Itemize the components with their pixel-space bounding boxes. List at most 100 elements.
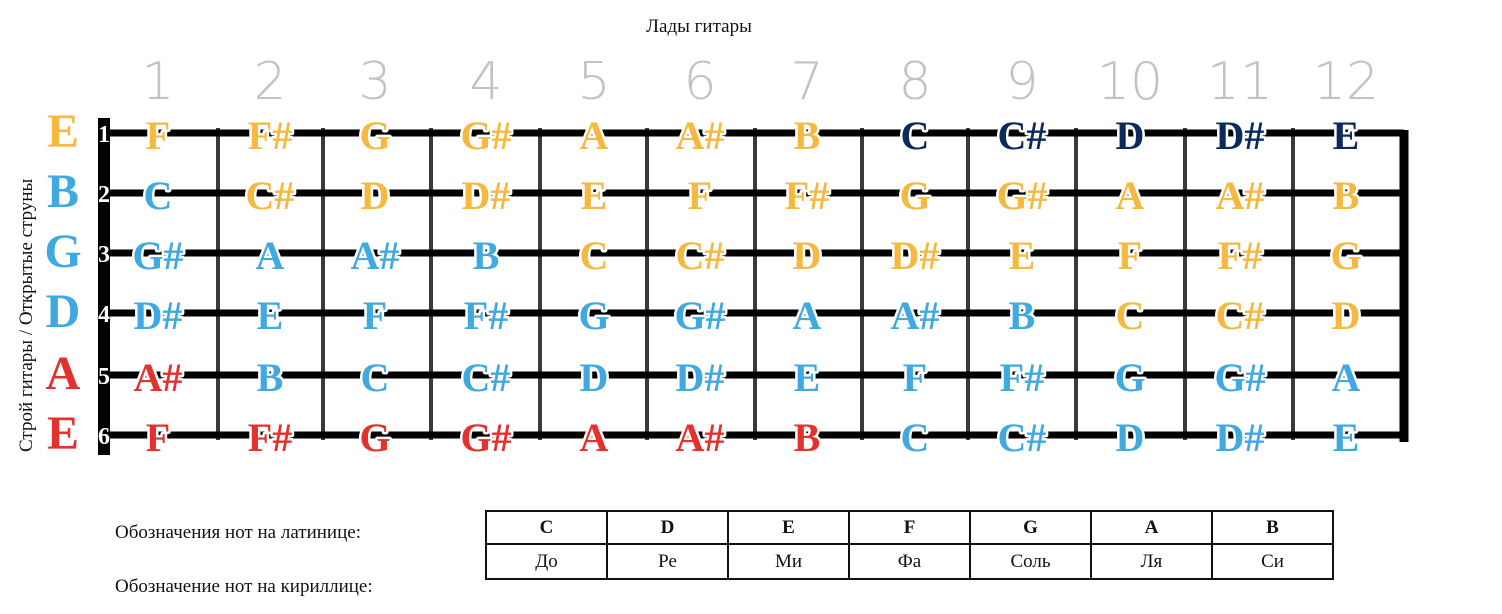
fret-note: C# [998,113,1047,158]
latin-note-cell: E [727,510,850,545]
fret-number: 10 [1097,52,1163,112]
fret-number: 5 [577,52,610,112]
note-names-table: C D E F G A B До Ре Ми Фа Соль Ля Си [485,510,1334,580]
fret-note: F [146,415,170,460]
fret-number: 9 [1005,52,1038,112]
fret-note: E [1009,233,1036,278]
cyrillic-note-cell: Си [1211,543,1334,580]
string-number: 6 [98,424,110,450]
fret-note: A# [134,355,183,400]
fret-note: D [793,233,822,278]
fret-lines [216,128,1295,440]
fret-note: A# [676,113,725,158]
fret-note: B [473,233,500,278]
fret-note: F [688,173,712,218]
note-grid: F F# G G# A A# B C C# D D# E C C# D D# E F F# G G# A A# B G# A A# B… [130,111,1364,463]
fret-note: A [1332,355,1361,400]
open-string-note: B [47,165,79,218]
fret-note: F# [464,293,508,338]
string-lines [104,129,1404,439]
string-number: 2 [98,182,110,208]
fret-note: F# [248,415,292,460]
fret-note: A [256,233,285,278]
string-number: 5 [98,364,110,390]
fret-note: B [1009,293,1036,338]
fret-note: G [359,113,390,158]
fret-note: E [1333,415,1360,460]
string-number: 4 [98,302,110,328]
fret-note: E [257,293,284,338]
cyrillic-note-cell: Фа [848,543,971,580]
latin-note-cell: G [969,510,1092,545]
fret-note: F# [1218,233,1262,278]
fret-note: F# [248,113,292,158]
fret-note: B [257,355,284,400]
latin-note-cell: D [606,510,729,545]
latin-note-cell: C [485,510,608,545]
cyrillic-note-cell: Ля [1090,543,1213,580]
fret-note: A# [1216,173,1265,218]
fret-note: E [794,355,821,400]
fret-number: 4 [469,52,502,112]
fret-note: A [793,293,822,338]
fret-note: G# [460,113,511,158]
fret-note: G# [674,293,725,338]
fret-note: G [1330,233,1361,278]
cyrillic-note-cell: Ми [727,543,850,580]
fret-note: D# [462,173,511,218]
cyrillic-legend-label: Обозначение нот на кириллице: [115,576,373,597]
fret-note: C# [998,415,1047,460]
latin-note-cell: A [1090,510,1213,545]
fret-number: 2 [253,52,286,112]
fret-note: D [1116,415,1145,460]
open-string-note: A [46,347,81,400]
fret-number: 6 [683,52,716,112]
fret-note: G [899,173,930,218]
fret-note: A [580,415,609,460]
fret-note: A [580,113,609,158]
open-string-note: D [46,285,81,338]
string-number: 1 [98,122,110,148]
fret-note: D [1116,113,1145,158]
page-title: Лады гитары [646,16,752,37]
fret-note: C [144,173,173,218]
fret-number: 8 [898,52,931,112]
fret-note: D [361,173,390,218]
fret-note: G# [1214,355,1265,400]
fret-note: C# [462,355,511,400]
fret-note: B [794,113,821,158]
cyrillic-note-cell: До [485,543,608,580]
fret-note: C [1116,293,1145,338]
fret-note: A# [351,233,400,278]
fret-note: A# [891,293,940,338]
open-string-note: E [47,407,79,460]
fret-note: F [363,293,387,338]
fret-note: D# [891,233,940,278]
fret-note: C [361,355,390,400]
fret-note: G [359,415,390,460]
fret-note: D# [134,293,183,338]
fret-note: D# [1216,415,1265,460]
fret-number: 1 [141,52,174,112]
fret-note: A# [676,415,725,460]
fret-note: C# [246,173,295,218]
fret-number: 3 [358,52,391,112]
fret-note: D# [1216,113,1265,158]
fretboard-edges [98,118,1409,455]
fret-note: F [903,355,927,400]
open-string-note: E [47,105,79,158]
fret-number: 11 [1207,52,1273,112]
fret-note: C# [1216,293,1265,338]
open-string-note: G [44,225,81,278]
fret-note: G# [996,173,1047,218]
fret-note: C# [676,233,725,278]
fret-note: E [1333,113,1360,158]
cyrillic-note-row: До Ре Ми Фа Соль Ля Си [485,543,1334,580]
fret-note: C [901,415,930,460]
fret-note: F# [785,173,829,218]
fret-note: F [146,113,170,158]
fret-note: D# [676,355,725,400]
